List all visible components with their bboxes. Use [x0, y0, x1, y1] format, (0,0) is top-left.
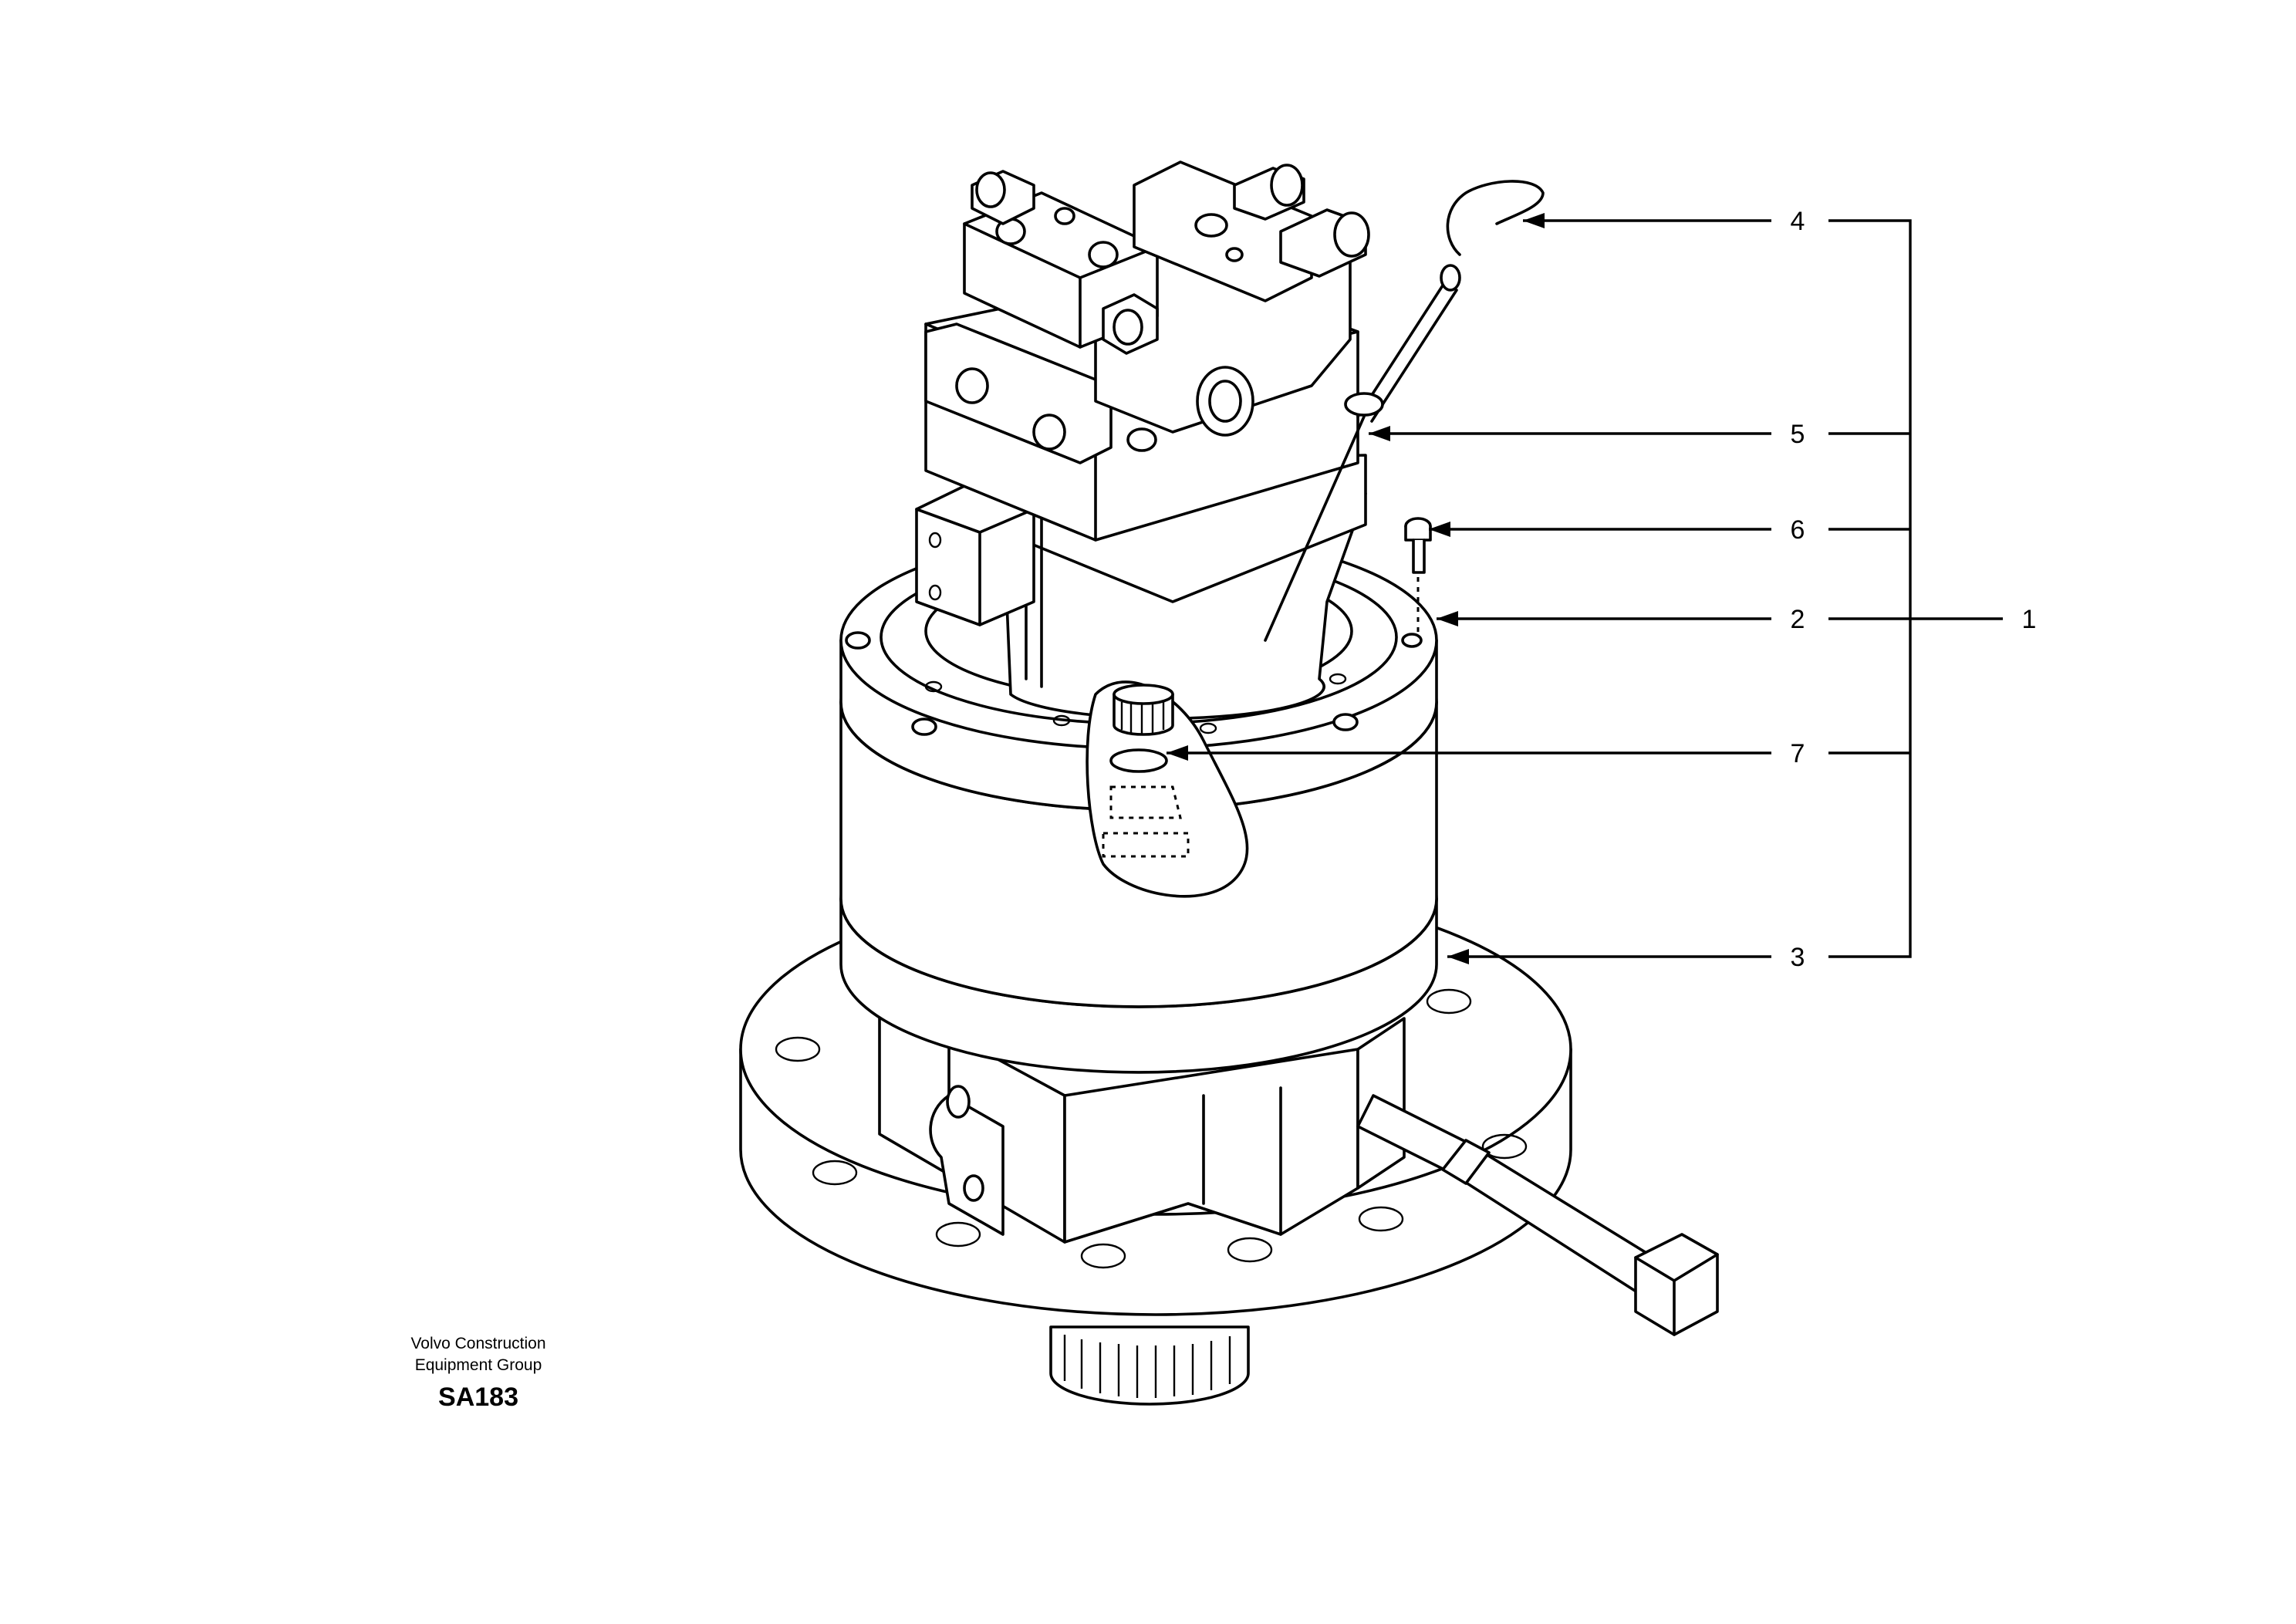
callout-leaders [1167, 213, 2003, 964]
callout-label-1: 1 [2022, 605, 2037, 634]
sensor-box [915, 484, 1035, 626]
caption-company-line1: Volvo Construction [410, 1335, 545, 1352]
output-pinion [1049, 1325, 1250, 1406]
callout-label-5: 5 [1791, 420, 1805, 449]
screw [1404, 517, 1432, 633]
lower-housing [878, 994, 1406, 1244]
caption-company-line2: Equipment Group [415, 1356, 542, 1374]
sensor-cable [1356, 1094, 1719, 1336]
callout-label-3: 3 [1791, 943, 1805, 972]
cutaway-window [1086, 680, 1249, 898]
caption-diagram-code: SA183 [438, 1383, 518, 1412]
callout-label-4: 4 [1791, 207, 1805, 236]
callout-label-6: 6 [1791, 515, 1805, 545]
callout-label-7: 7 [1791, 739, 1805, 768]
callout-label-2: 2 [1791, 605, 1805, 634]
valve-block [924, 160, 1370, 542]
dipstick [1264, 180, 1545, 642]
swing-motor-body [1001, 454, 1367, 721]
